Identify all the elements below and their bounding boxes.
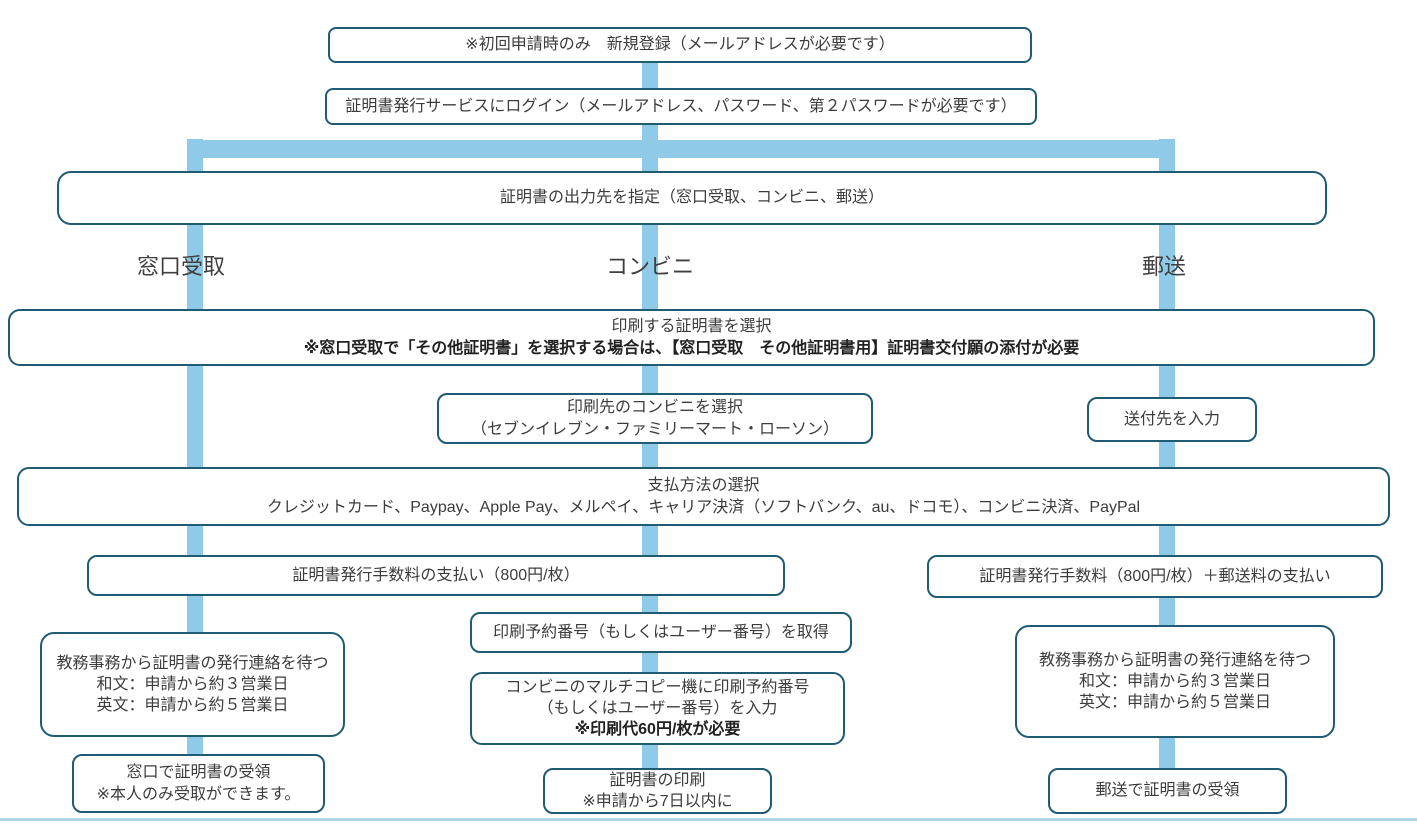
node-multicopy-line2: （もしくはユーザー番号）を入力 — [537, 699, 778, 717]
node-select-certificate-line1: 印刷する証明書を選択 — [611, 318, 772, 336]
bottom-rule — [0, 818, 1417, 821]
node-new-registration-text: ※初回申請時のみ 新規登録（メールアドレスが必要です） — [465, 36, 895, 54]
node-fee-mail-text: 証明書発行手数料（800円/枚）＋郵送料の支払い — [979, 567, 1331, 585]
connector-left-vertical — [187, 139, 203, 774]
node-login-text: 証明書発行サービスにログイン（メールアドレス、パスワード、第２パスワードが必要で… — [345, 97, 1017, 115]
node-receive-mail-text: 郵送で証明書の受領 — [1095, 782, 1240, 800]
node-wait-left: 教務事務から証明書の発行連絡を待つ 和文：申請から約３営業日 英文：申請から約５… — [40, 632, 345, 737]
node-wait-right-line3: 英文：申請から約５営業日 — [1078, 694, 1271, 712]
node-fee-counter-convenience-text: 証明書発行手数料の支払い（800円/枚） — [292, 566, 580, 584]
node-receive-counter: 窓口で証明書の受領 ※本人のみ受取ができます。 — [72, 754, 325, 813]
node-wait-left-line2: 和文：申請から約３営業日 — [96, 675, 289, 693]
node-output-destination: 証明書の出力先を指定（窓口受取、コンビニ、郵送） — [57, 171, 1327, 225]
node-select-certificate-line2: ※窓口受取で「その他証明書」を選択する場合は、【窓口受取 その他証明書用】証明書… — [303, 339, 1080, 357]
node-print-certificate-line1: 証明書の印刷 — [609, 771, 706, 789]
node-print-certificate-line2: ※申請から7日以内に — [582, 793, 733, 810]
node-wait-left-line3: 英文：申請から約５営業日 — [96, 697, 289, 715]
node-receive-counter-line1: 窓口で証明書の受領 — [126, 764, 271, 782]
node-multicopy: コンビニのマルチコピー機に印刷予約番号 （もしくはユーザー番号）を入力 ※印刷代… — [470, 672, 845, 745]
node-select-certificate: 印刷する証明書を選択 ※窓口受取で「その他証明書」を選択する場合は、【窓口受取 … — [8, 309, 1375, 366]
branch-label-mail: 郵送 — [1141, 254, 1187, 279]
branch-label-convenience: コンビニ — [605, 254, 695, 279]
node-enter-address-text: 送付先を入力 — [1123, 410, 1220, 428]
node-multicopy-line1: コンビニのマルチコピー機に印刷予約番号 — [505, 678, 810, 696]
node-payment-method: 支払方法の選択 クレジットカード、Paypay、Apple Pay、メルペイ、キ… — [17, 467, 1390, 526]
node-reservation-number: 印刷予約番号（もしくはユーザー番号）を取得 — [470, 612, 852, 653]
node-wait-right-line2: 和文：申請から約３営業日 — [1078, 672, 1271, 690]
node-wait-right-line1: 教務事務から証明書の発行連絡を待つ — [1038, 651, 1311, 669]
node-reservation-number-text: 印刷予約番号（もしくはユーザー番号）を取得 — [493, 623, 829, 641]
node-new-registration: ※初回申請時のみ 新規登録（メールアドレスが必要です） — [328, 27, 1032, 63]
node-output-destination-text: 証明書の出力先を指定（窓口受取、コンビニ、郵送） — [499, 189, 884, 207]
node-multicopy-line3: ※印刷代60円/枚が必要 — [574, 721, 741, 739]
node-select-store-line2: （セブンイレブン・ファミリーマート・ローソン） — [470, 420, 839, 438]
node-enter-address: 送付先を入力 — [1087, 397, 1257, 442]
branch-label-counter: 窓口受取 — [136, 254, 226, 279]
node-fee-counter-convenience: 証明書発行手数料の支払い（800円/枚） — [87, 555, 785, 596]
node-wait-right: 教務事務から証明書の発行連絡を待つ 和文：申請から約３営業日 英文：申請から約５… — [1015, 625, 1335, 738]
node-receive-counter-line2: ※本人のみ受取ができます。 — [96, 785, 301, 803]
node-select-store: 印刷先のコンビニを選択 （セブンイレブン・ファミリーマート・ローソン） — [437, 393, 873, 444]
node-select-store-line1: 印刷先のコンビニを選択 — [566, 399, 743, 417]
node-payment-method-line1: 支払方法の選択 — [647, 477, 760, 495]
node-receive-mail: 郵送で証明書の受領 — [1048, 768, 1287, 814]
node-login: 証明書発行サービスにログイン（メールアドレス、パスワード、第２パスワードが必要で… — [325, 88, 1037, 125]
node-print-certificate: 証明書の印刷 ※申請から7日以内に — [543, 768, 772, 814]
connector-horizontal-bar — [187, 140, 1175, 158]
node-fee-mail: 証明書発行手数料（800円/枚）＋郵送料の支払い — [927, 555, 1383, 598]
node-wait-left-line1: 教務事務から証明書の発行連絡を待つ — [56, 654, 329, 672]
node-payment-method-line2: クレジットカード、Paypay、Apple Pay、メルペイ、キャリア決済（ソフ… — [266, 498, 1141, 516]
